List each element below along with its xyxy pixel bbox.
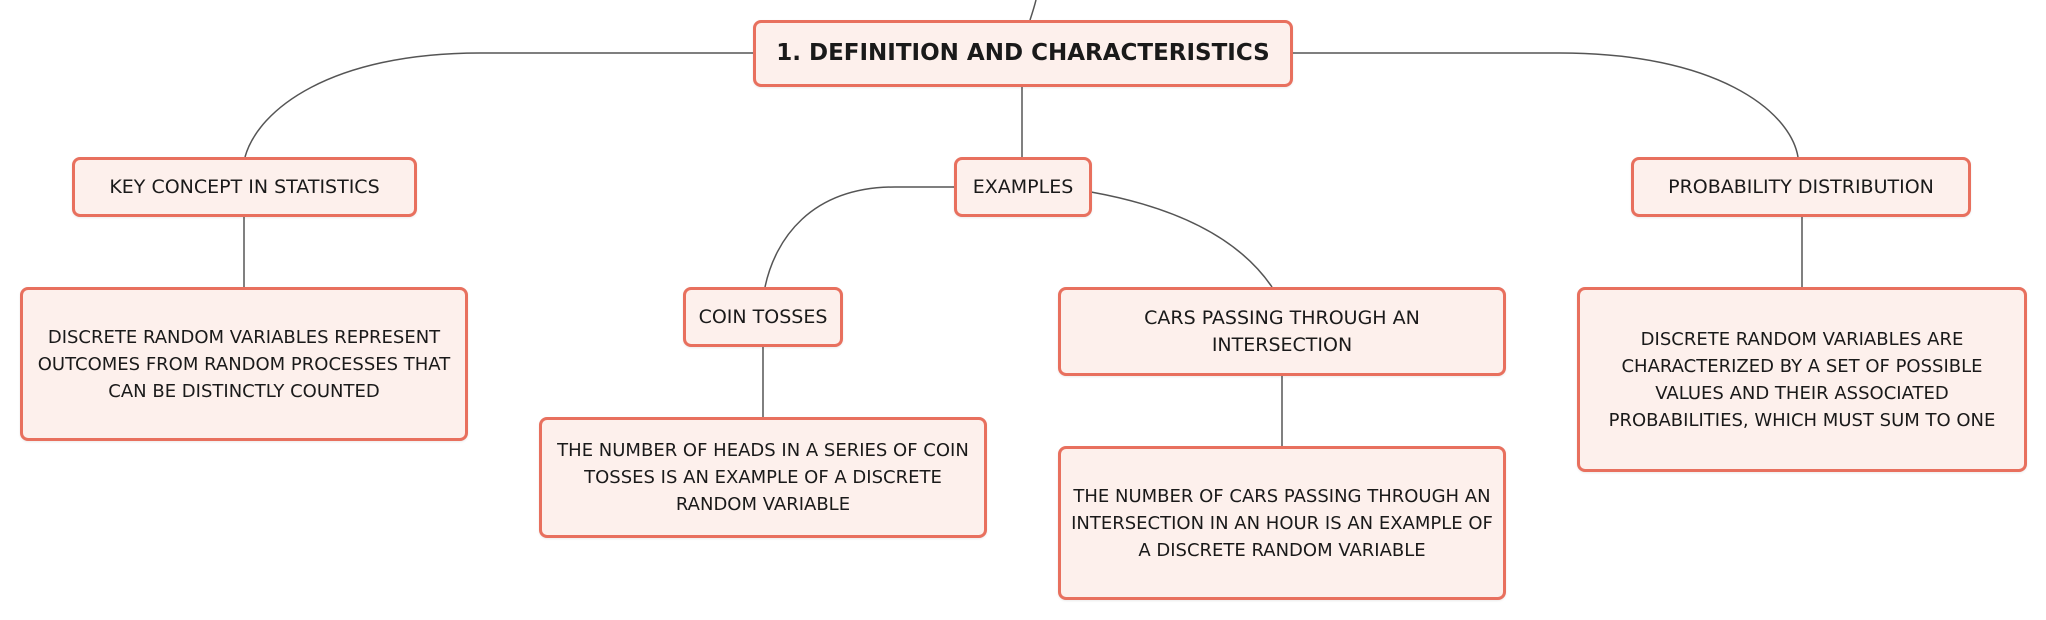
examples-node[interactable]: EXAMPLES	[954, 157, 1092, 217]
examples-label: EXAMPLES	[972, 175, 1074, 198]
key-concept-node[interactable]: KEY CONCEPT IN STATISTICS	[72, 157, 417, 217]
key-concept-detail-node[interactable]: DISCRETE RANDOM VARIABLES REPRESENT OUTC…	[20, 287, 468, 441]
edge-parent-to-root	[1029, 0, 1037, 21]
coin-tosses-detail-node[interactable]: THE NUMBER OF HEADS IN A SERIES OF COIN …	[539, 417, 987, 538]
edge-root-to-key-concept	[244, 52, 753, 158]
probability-distribution-label: PROBABILITY DISTRIBUTION	[1668, 175, 1934, 198]
edge-examples-to-cars	[1090, 191, 1273, 288]
key-concept-detail-text: DISCRETE RANDOM VARIABLES REPRESENT OUTC…	[37, 326, 451, 402]
probability-distribution-detail-text: DISCRETE RANDOM VARIABLES ARE CHARACTERI…	[1608, 328, 1996, 431]
cars-label: CARS PASSING THROUGH AN INTERSECTION	[1144, 306, 1420, 356]
probability-distribution-detail-node[interactable]: DISCRETE RANDOM VARIABLES ARE CHARACTERI…	[1577, 287, 2027, 472]
coin-tosses-detail-text: THE NUMBER OF HEADS IN A SERIES OF COIN …	[557, 440, 969, 515]
edge-root-to-probability	[1293, 52, 1799, 158]
probability-distribution-node[interactable]: PROBABILITY DISTRIBUTION	[1631, 157, 1971, 217]
cars-detail-text: THE NUMBER OF CARS PASSING THROUGH AN IN…	[1071, 485, 1493, 561]
coin-tosses-label: COIN TOSSES	[698, 305, 828, 328]
key-concept-label: KEY CONCEPT IN STATISTICS	[109, 175, 380, 198]
root-node[interactable]: 1. DEFINITION AND CHARACTERISTICS	[753, 20, 1293, 87]
root-label: 1. DEFINITION AND CHARACTERISTICS	[776, 40, 1270, 66]
edge-examples-to-coin	[764, 186, 954, 288]
coin-tosses-node[interactable]: COIN TOSSES	[683, 287, 843, 347]
cars-detail-node[interactable]: THE NUMBER OF CARS PASSING THROUGH AN IN…	[1058, 446, 1506, 600]
cars-node[interactable]: CARS PASSING THROUGH AN INTERSECTION	[1058, 287, 1506, 376]
